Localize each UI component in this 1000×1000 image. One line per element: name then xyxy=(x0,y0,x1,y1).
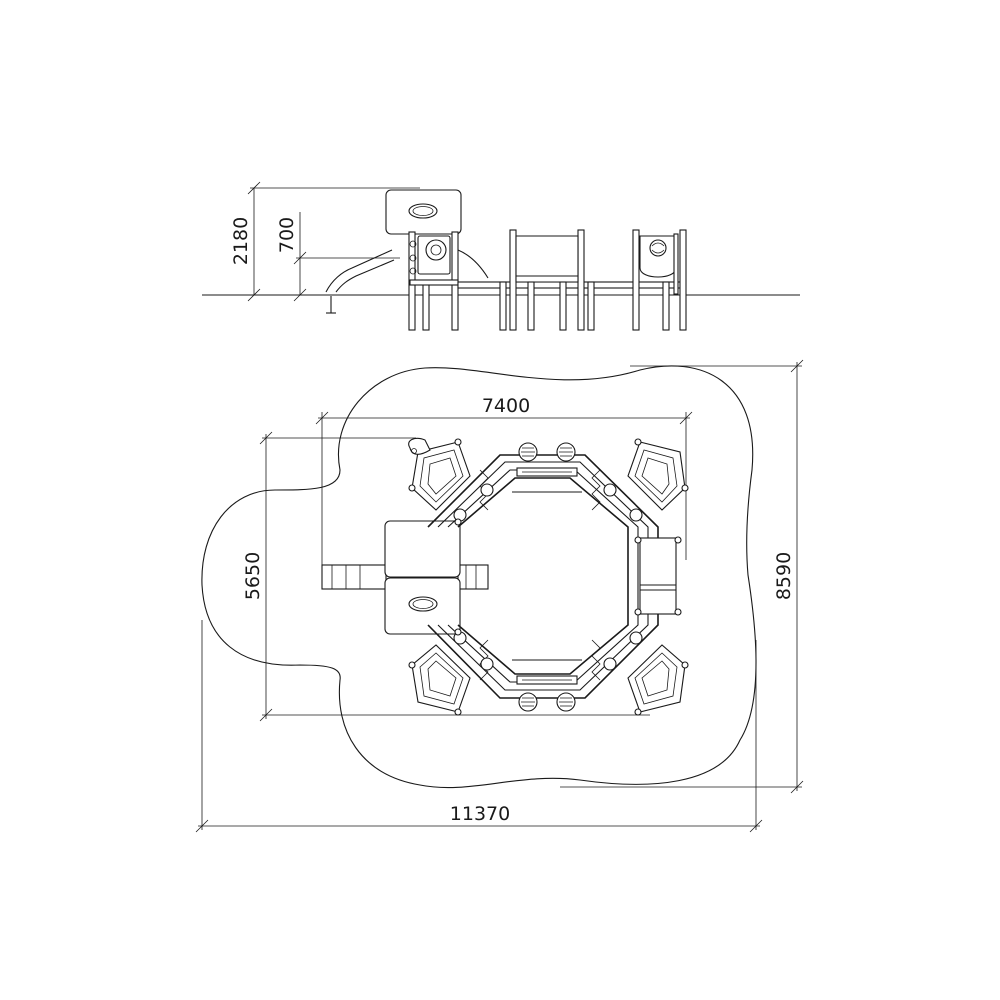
dimension-height-total: 2180 xyxy=(230,181,420,302)
side-steering-wheel xyxy=(425,239,447,261)
dimension-label-5650: 5650 xyxy=(242,552,264,600)
roof-porthole xyxy=(408,203,438,219)
dimension-label-7400: 7400 xyxy=(482,395,530,417)
corner-platform-top-right xyxy=(627,441,686,511)
plan-roof-top xyxy=(384,520,461,578)
dimension-label-8590: 8590 xyxy=(773,552,795,600)
corner-platform-bottom-left xyxy=(411,644,471,713)
corner-posts xyxy=(408,438,689,716)
plan-view: 7400 5650 8590 11370 xyxy=(195,359,804,833)
side-elevation: 2180 700 xyxy=(202,181,800,331)
dimension-total-depth: 8590 xyxy=(560,359,804,794)
plan-slide-left xyxy=(321,564,387,590)
corner-platform-bottom-right xyxy=(627,644,686,713)
side-right-tower xyxy=(632,229,687,331)
corner-platform-top-left xyxy=(408,437,471,511)
dimension-plan-depth: 5650 xyxy=(242,431,650,722)
plan-ladder-right-of-tower xyxy=(457,564,489,590)
side-slide xyxy=(325,249,395,314)
side-roof-panel xyxy=(385,189,462,235)
dimension-total-width: 11370 xyxy=(195,620,763,833)
plan-right-ladder xyxy=(634,536,682,616)
side-spinner-icon xyxy=(649,239,667,257)
dimension-label-11370: 11370 xyxy=(450,803,510,825)
plan-roof-bottom xyxy=(384,577,461,635)
side-middle-panel xyxy=(499,229,595,331)
plan-drums xyxy=(518,442,576,712)
plan-roof-porthole xyxy=(408,596,438,612)
dimension-plan-width: 7400 xyxy=(315,395,693,565)
side-bridge-deck xyxy=(457,281,683,289)
dimension-label-2180: 2180 xyxy=(230,217,252,265)
safety-zone-outline xyxy=(201,365,757,789)
dimension-label-700: 700 xyxy=(276,217,298,253)
dimension-platform-height: 700 xyxy=(276,212,400,302)
